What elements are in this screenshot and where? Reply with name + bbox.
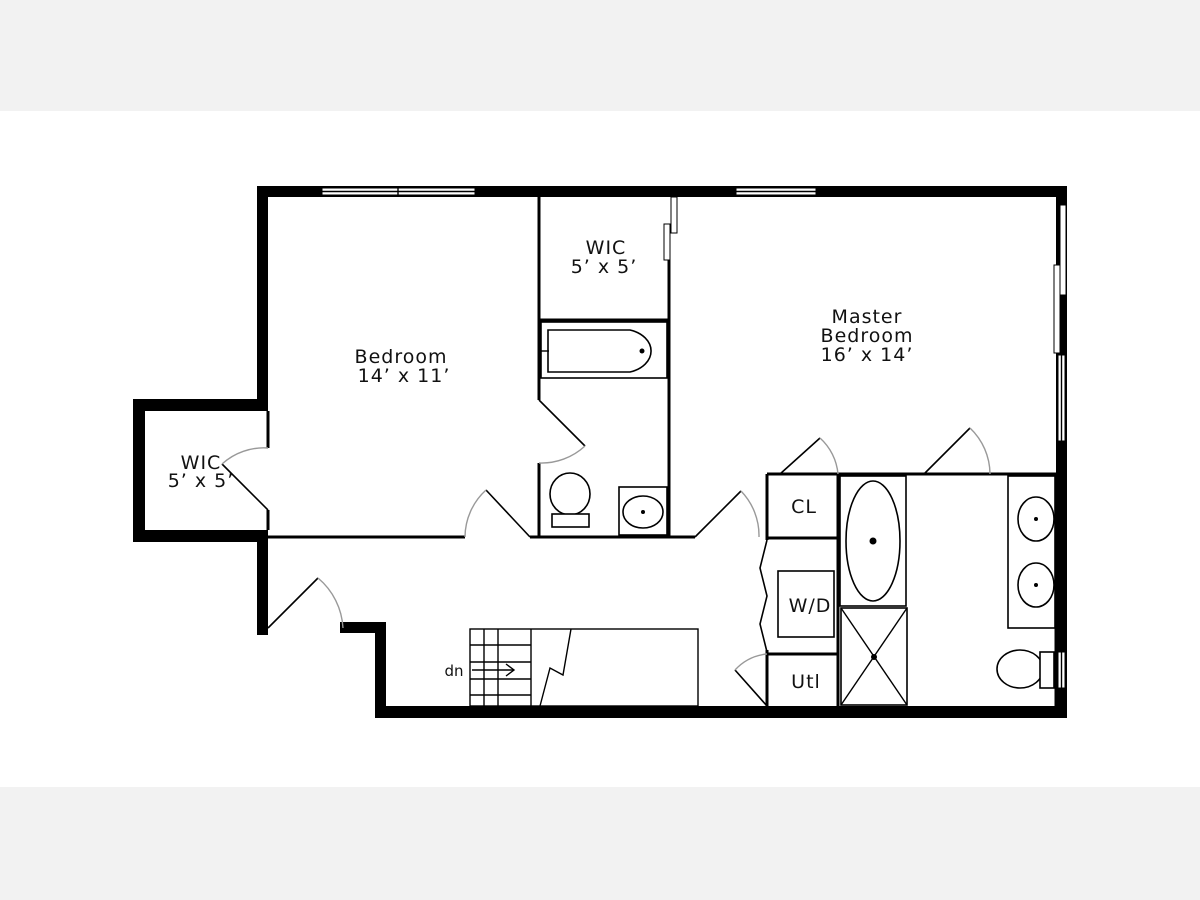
laundry-machine: [777, 570, 835, 638]
master-window-top: [735, 187, 817, 196]
bedroom-name: Bedroom: [355, 346, 448, 368]
utility-label: Utl: [791, 671, 821, 693]
interior-walls: [266, 197, 1058, 706]
master-door: [694, 490, 760, 538]
wic-top-door: [663, 196, 678, 261]
toilet: [549, 472, 591, 528]
laundry-label: W/D: [789, 595, 832, 617]
sink: [618, 486, 668, 536]
bottom-margin-band: [0, 787, 1200, 900]
doors: [221, 196, 1067, 707]
bath-window-right: [1057, 651, 1066, 689]
top-margin-band: [0, 0, 1200, 111]
exterior-walls: [133, 186, 1067, 718]
master-toilet: [996, 649, 1055, 689]
room-labels: Bedroom 14’ x 11’ WIC 5’ x 5’ WIC 5’ x 5…: [168, 237, 914, 693]
bedroom-size: 14’ x 11’: [358, 365, 451, 387]
hall-bath-fixtures: [540, 321, 668, 536]
wic-left-size: 5’ x 5’: [168, 470, 235, 492]
master-bath-fixtures: [839, 475, 1056, 706]
soaking-tub: [839, 475, 907, 607]
entry-door: [267, 577, 344, 629]
hall-bath-door: [538, 399, 586, 464]
wic-top-size: 5’ x 5’: [571, 256, 638, 278]
master-name-line1: Master: [832, 306, 903, 328]
closet-label: CL: [791, 496, 817, 518]
shower: [840, 607, 908, 706]
windows: [321, 187, 1066, 689]
bathtub: [540, 321, 668, 379]
laundry-bifold-door: [759, 539, 768, 653]
wic-left-name: WIC: [181, 452, 222, 474]
closet-door: [779, 437, 839, 475]
bedroom-door: [464, 489, 531, 538]
master-name-line2: Bedroom: [821, 325, 914, 347]
master-window-right: [1057, 354, 1066, 442]
staircase: [469, 628, 699, 707]
double-vanity: [1007, 475, 1056, 629]
utility-door: [734, 653, 768, 707]
wic-left-door: [221, 447, 269, 511]
stairs-down-label: dn: [444, 662, 463, 680]
bedroom-window: [321, 187, 476, 196]
master-size: 16’ x 14’: [821, 344, 914, 366]
master-bath-door: [923, 427, 991, 475]
master-slider-door: [1053, 204, 1067, 354]
wic-top-name: WIC: [586, 237, 627, 259]
